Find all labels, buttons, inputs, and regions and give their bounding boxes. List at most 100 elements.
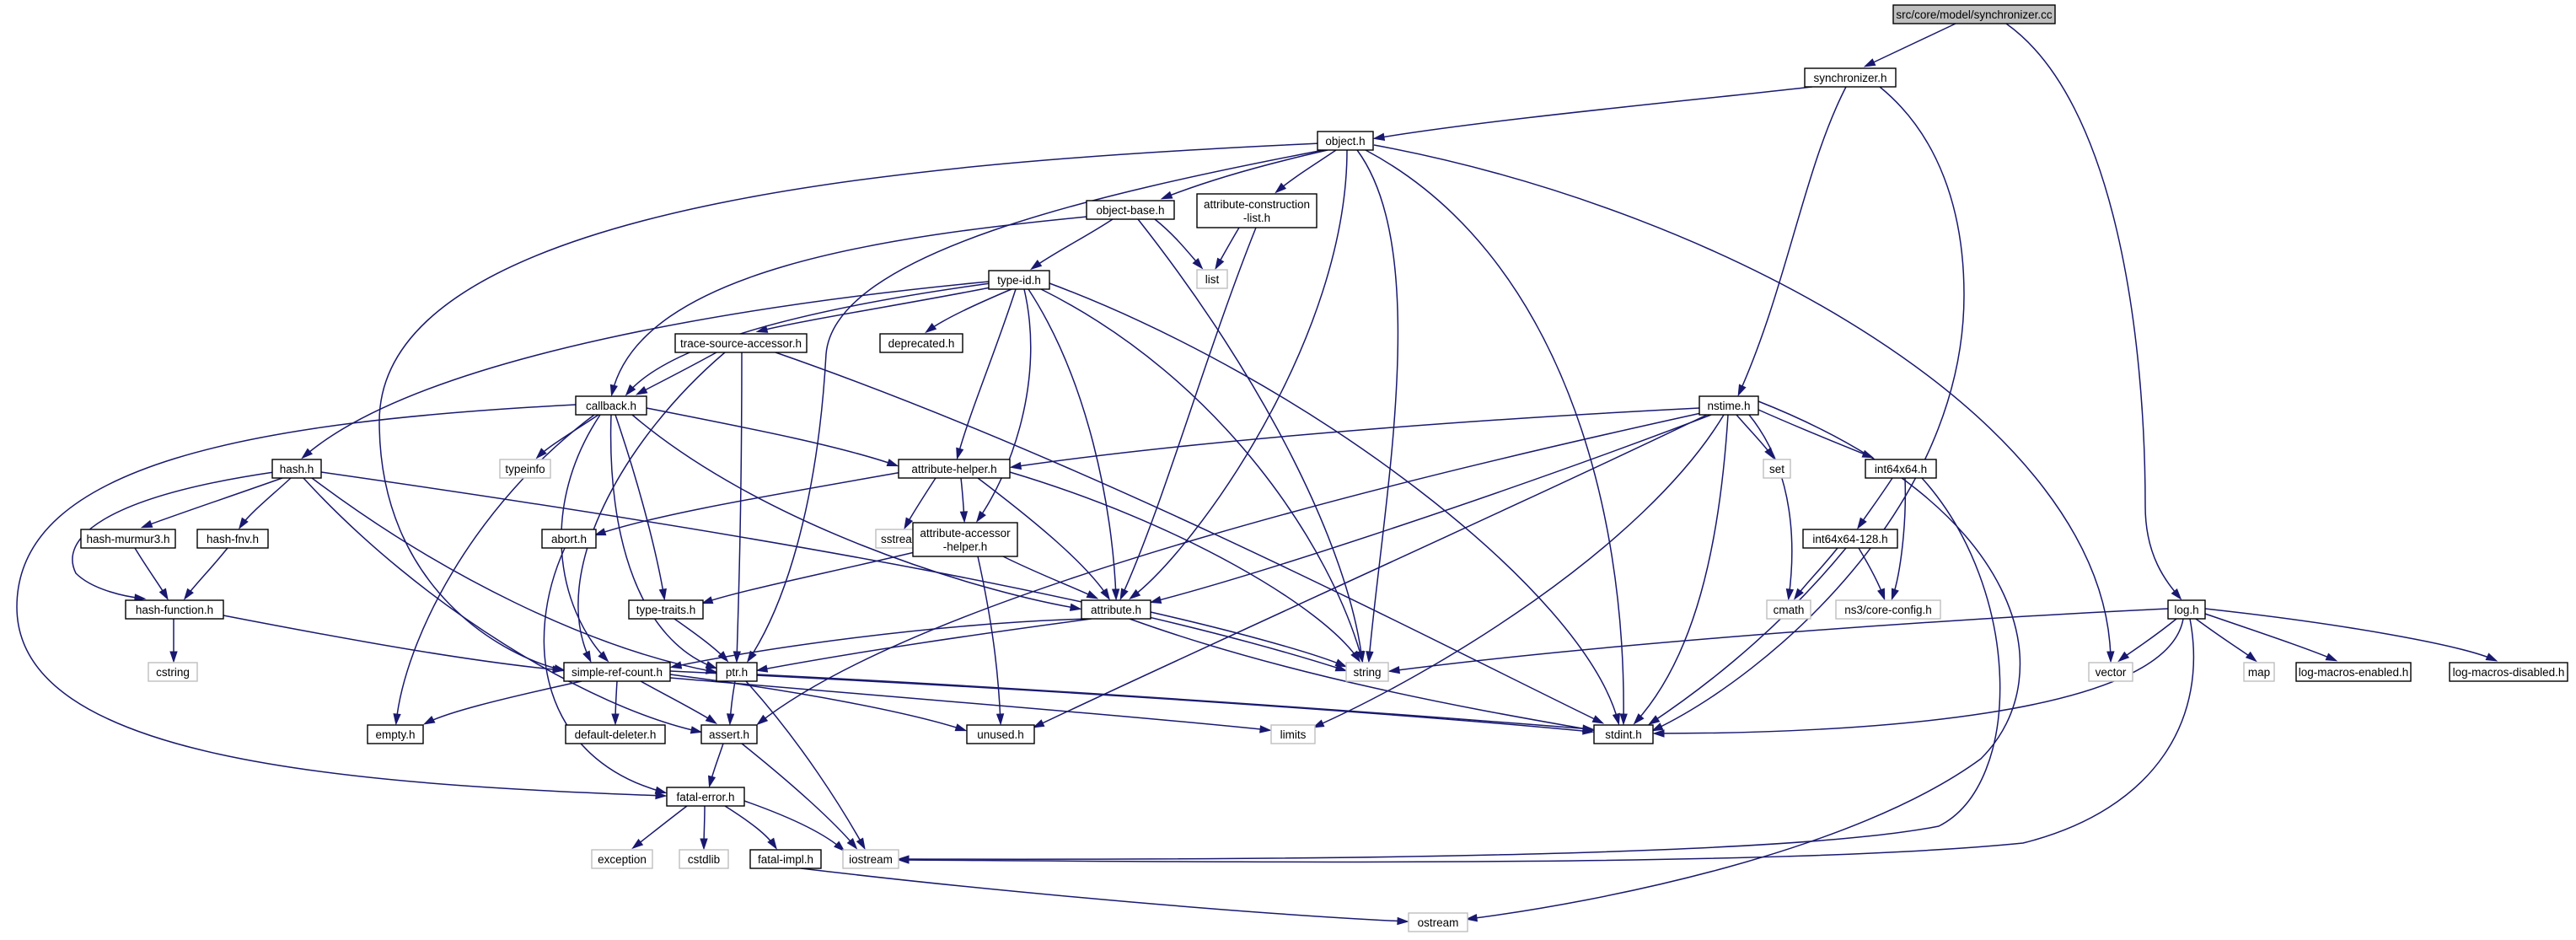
arrowhead-simple-ref-count-h-to-empty-h (422, 715, 436, 725)
node-assert-h[interactable]: assert.h (700, 724, 758, 744)
edge-int64x64-128-h-to-stdint-h (1650, 547, 1847, 724)
arrowhead-synchronizer-cc-to-log-h (2171, 588, 2182, 600)
node-hash-h[interactable]: hash.h (271, 459, 322, 479)
edge-hash-h-to-string (320, 471, 1345, 671)
node-label: cstdlib (688, 853, 720, 866)
node-callback-h[interactable]: callback.h (575, 395, 647, 416)
arrowhead-object-base-h-to-list (1192, 258, 1204, 270)
node-label: int64x64-128.h (1812, 533, 1887, 545)
arrowhead-type-id-h-to-attribute-helper-h (956, 447, 964, 460)
arrowhead-ptr-h-to-stdint-h (1582, 724, 1595, 733)
node-label: simple-ref-count.h (572, 666, 663, 679)
node-log-macros-enabled-h[interactable]: log-macros-enabled.h (2295, 662, 2412, 682)
node-int64x64-h[interactable]: int64x64.h (1865, 459, 1937, 479)
arrowhead-type-id-h-to-attribute-h (1111, 588, 1120, 601)
node-empty-h[interactable]: empty.h (367, 724, 424, 744)
arrowhead-object-h-to-string (1366, 651, 1374, 663)
node-hash-fnv-h[interactable]: hash-fnv.h (196, 529, 269, 549)
node-label: list (1205, 273, 1220, 286)
edge-hash-h-to-hash-murmur3-h (142, 477, 283, 528)
edge-hash-murmur3-h-to-hash-function-h (134, 547, 168, 599)
node-label: -list.h (1243, 212, 1270, 224)
node-map[interactable]: map (2243, 662, 2275, 682)
node-type-traits-h[interactable]: type-traits.h (628, 599, 704, 620)
node-nstime-h[interactable]: nstime.h (1699, 395, 1759, 416)
arrowhead-callback-h-to-fatal-error-h (655, 791, 668, 800)
node-synchronizer-cc[interactable]: src/core/model/synchronizer.cc (1892, 4, 2056, 24)
node-ns3-core-config-h[interactable]: ns3/core-config.h (1835, 599, 1941, 620)
arrowhead-synchronizer-h-to-object-h (1372, 132, 1386, 141)
arrowhead-nstime-h-to-int64x64-h (1861, 449, 1875, 459)
node-set[interactable]: set (1763, 459, 1791, 479)
arrowhead-type-id-h-to-deprecated-h (925, 322, 937, 334)
node-attribute-construction-list-h[interactable]: attribute-construction -list.h (1196, 193, 1318, 228)
arrowhead-trace-source-accessor-h-to-callback-h (635, 385, 648, 395)
node-simple-ref-count-h[interactable]: simple-ref-count.h (563, 662, 671, 682)
node-limits[interactable]: limits (1270, 724, 1316, 744)
edge-callback-h-to-empty-h (395, 414, 595, 723)
node-object-base-h[interactable]: object-base.h (1086, 200, 1175, 220)
node-label: hash-fnv.h (207, 533, 259, 545)
node-cstring[interactable]: cstring (148, 662, 198, 682)
edge-object-base-h-to-callback-h (611, 215, 1097, 395)
node-trace-source-accessor-h[interactable]: trace-source-accessor.h (674, 333, 808, 353)
node-stdint-h[interactable]: stdint.h (1593, 724, 1654, 744)
node-label: synchronizer.h (1813, 72, 1886, 84)
node-typeinfo[interactable]: typeinfo (499, 459, 551, 479)
arrowhead-nstime-h-to-cmath (1785, 588, 1795, 601)
node-cmath[interactable]: cmath (1766, 599, 1811, 620)
node-vector[interactable]: vector (2088, 662, 2133, 682)
node-ostream[interactable]: ostream (1408, 912, 1468, 932)
node-label: unused.h (977, 728, 1024, 741)
node-cstdlib[interactable]: cstdlib (679, 849, 729, 869)
node-synchronizer-h[interactable]: synchronizer.h (1804, 67, 1897, 88)
edge-ptr-h-to-iostream (745, 680, 865, 848)
edge-nstime-h-to-attribute-h (1151, 414, 1712, 603)
node-unused-h[interactable]: unused.h (966, 724, 1035, 744)
node-exception[interactable]: exception (591, 849, 653, 869)
node-iostream[interactable]: iostream (842, 849, 899, 869)
node-deprecated-h[interactable]: deprecated.h (879, 333, 963, 353)
arrowhead-assert-h-to-iostream (846, 837, 858, 850)
arrowhead-nstime-h-to-limits (1312, 719, 1325, 728)
arrowhead-callback-h-to-ptr-h (705, 661, 718, 669)
node-ptr-h[interactable]: ptr.h (716, 662, 758, 682)
node-int64x64-128-h[interactable]: int64x64-128.h (1802, 529, 1898, 549)
node-attribute-helper-h[interactable]: attribute-helper.h (898, 459, 1011, 479)
edge-int64x64-128-h-to-cmath (1795, 547, 1838, 599)
node-hash-murmur3-h[interactable]: hash-murmur3.h (80, 529, 176, 549)
edge-log-h-to-map (2195, 618, 2256, 661)
node-log-macros-disabled-h[interactable]: log-macros-disabled.h (2449, 662, 2568, 682)
node-object-h[interactable]: object.h (1317, 131, 1374, 151)
arrowhead-nstime-h-to-attribute-h (1149, 595, 1162, 604)
node-hash-function-h[interactable]: hash-function.h (125, 599, 224, 620)
edge-abort-h-to-fatal-error-h (543, 547, 665, 793)
arrowhead-attribute-construction-list-h-to-attribute-h (1119, 588, 1129, 601)
arrowhead-hash-function-h-to-simple-ref-count-h (552, 665, 565, 674)
node-fatal-error-h[interactable]: fatal-error.h (666, 787, 745, 807)
edge-fatal-error-h-to-exception (633, 805, 688, 848)
node-attribute-accessor-helper-h[interactable]: attribute-accessor -helper.h (912, 522, 1018, 557)
node-label: hash-murmur3.h (86, 533, 169, 545)
node-label: log.h (2174, 604, 2198, 616)
arrowhead-object-h-to-stdint-h (1619, 713, 1628, 726)
node-attribute-h[interactable]: attribute.h (1081, 599, 1151, 620)
arrowhead-object-base-h-to-callback-h (609, 384, 618, 397)
node-default-deleter-h[interactable]: default-deleter.h (565, 724, 666, 744)
arrowhead-fatal-impl-h-to-ostream (1397, 916, 1409, 926)
arrowhead-attribute-h-to-ptr-h (755, 664, 769, 673)
node-list[interactable]: list (1196, 269, 1228, 289)
node-type-id-h[interactable]: type-id.h (988, 270, 1050, 290)
arrowhead-attribute-accessor-helper-h-to-type-traits-h (700, 596, 714, 604)
arrowhead-log-h-to-iostream (897, 856, 910, 864)
node-abort-h[interactable]: abort.h (541, 529, 597, 549)
node-string[interactable]: string (1345, 662, 1389, 682)
node-label: -helper.h (943, 540, 988, 553)
edge-log-h-to-log-macros-disabled-h (2204, 608, 2496, 661)
node-log-h[interactable]: log.h (2167, 599, 2206, 620)
arrowhead-nstime-h-to-ostream (1465, 914, 1479, 922)
arrowhead-int64x64-128-h-to-cmath (1793, 588, 1804, 600)
arrowhead-log-h-to-string (1387, 665, 1401, 674)
node-label: assert.h (709, 728, 749, 741)
node-fatal-impl-h[interactable]: fatal-impl.h (749, 849, 822, 869)
